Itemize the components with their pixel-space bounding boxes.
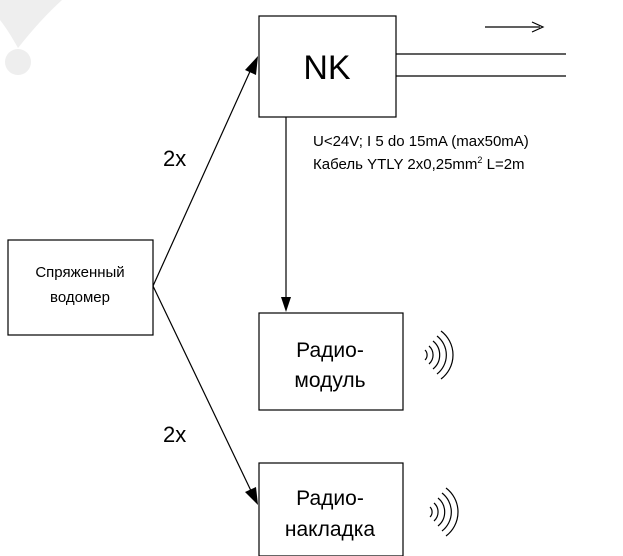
to-overlay-multiplier-label: 2x xyxy=(163,422,186,447)
radio-waves-icon xyxy=(424,330,454,380)
spec-line-2-prefix: Кабель YTLY 2x0,25mm xyxy=(313,156,477,173)
to-nk-multiplier-label: 2x xyxy=(163,146,186,171)
radio-waves-icon xyxy=(429,487,459,537)
corner-decoration xyxy=(0,0,62,48)
nk-box xyxy=(258,15,397,118)
corner-dot xyxy=(5,49,31,75)
spec-line-2: Кабель YTLY 2x0,25mm2 L=2m xyxy=(313,155,525,173)
radio-module-box xyxy=(258,312,404,411)
meter-label-line2: водомер xyxy=(50,289,110,306)
meter-label-line1: Спряженный xyxy=(35,264,124,281)
spec-line-2-suffix: L=2m xyxy=(482,156,524,173)
spec-line-2-superscript: 2 xyxy=(477,155,482,165)
meter-to-nk-line xyxy=(152,66,253,287)
meter-to-nk-arrowhead xyxy=(245,56,258,75)
radio-module-label-line2: модуль xyxy=(294,369,365,392)
radio-module-label-line1: Радио- xyxy=(296,339,364,362)
radio-overlay-label-line1: Радио- xyxy=(296,487,364,510)
output-arrow-head xyxy=(531,21,545,33)
nk-to-module-arrowhead xyxy=(281,297,291,312)
meter-box xyxy=(7,239,154,336)
radio-overlay-box xyxy=(258,462,404,556)
radio-overlay-label-line2: накладка xyxy=(285,518,376,541)
meter-to-overlay-line xyxy=(152,285,254,496)
meter-to-overlay-arrowhead xyxy=(245,487,258,505)
spec-line-1: U<24V; I 5 do 15mA (max50mA) xyxy=(313,133,529,150)
nk-label: NK xyxy=(303,49,351,87)
